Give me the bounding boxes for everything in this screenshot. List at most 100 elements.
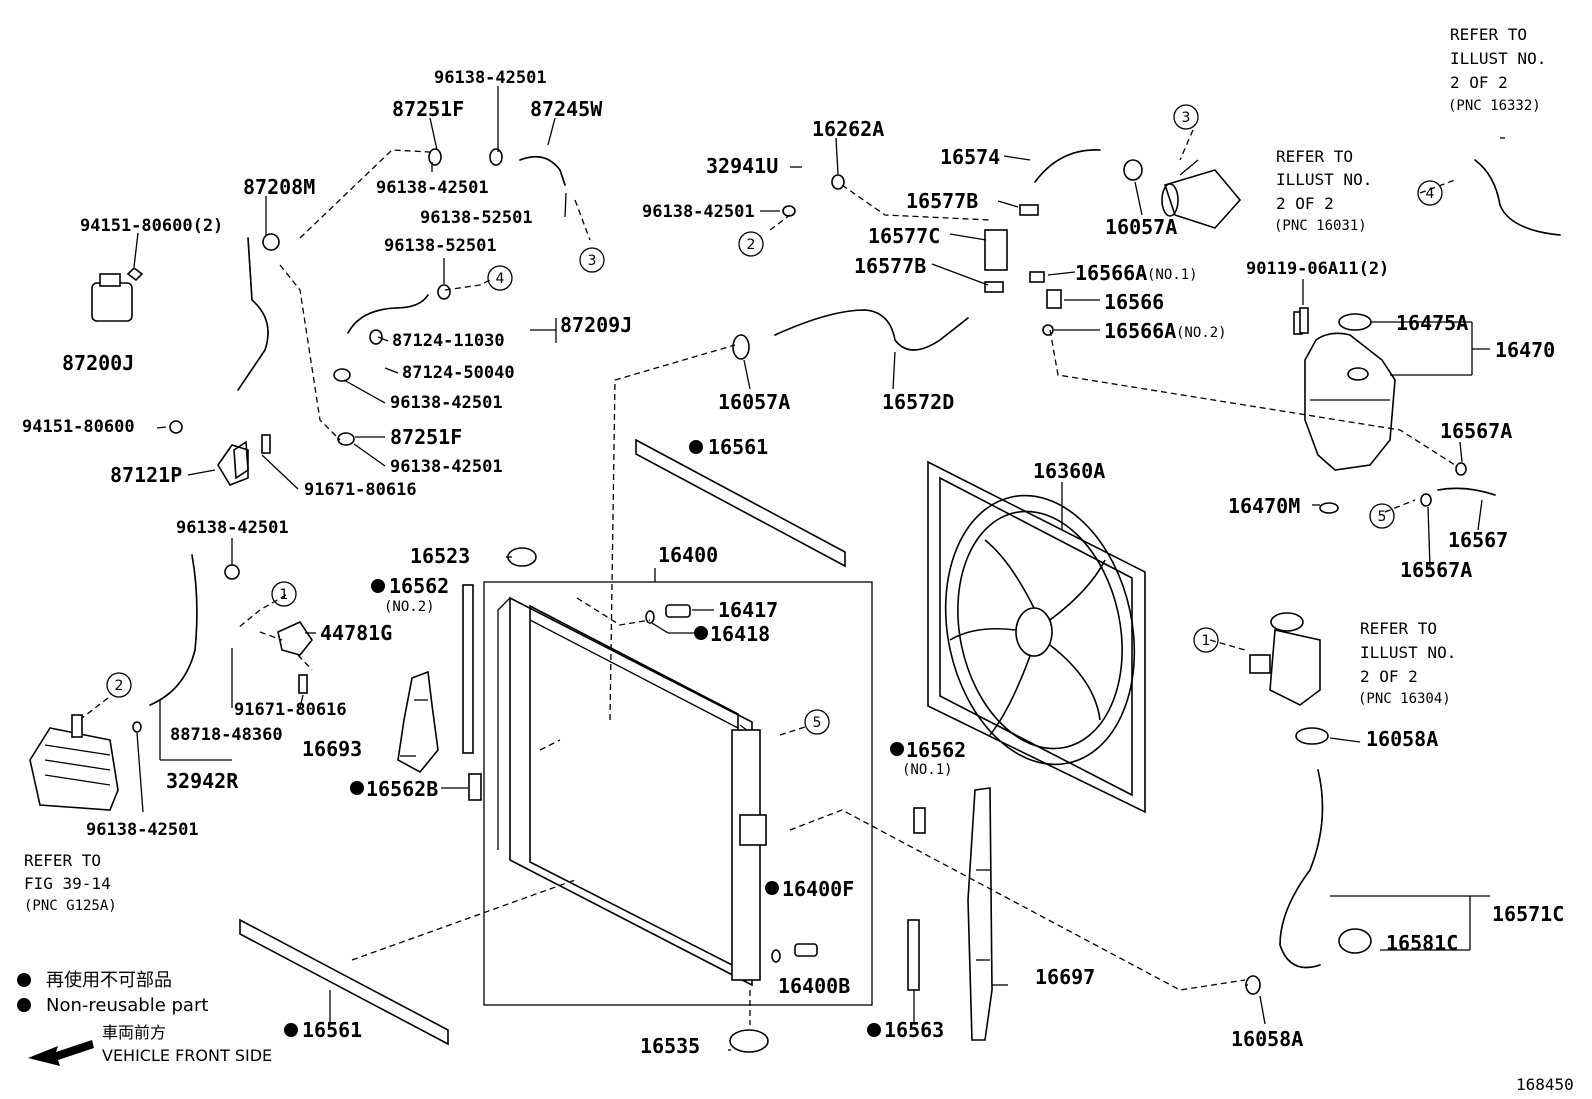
label-96138-42501-top: 96138-42501 (434, 68, 547, 88)
svg-text:ILLUST NO.: ILLUST NO. (1450, 49, 1546, 68)
o-ring-16400f-drawing (771, 949, 781, 963)
label-94151-80600: 94151-80600 (22, 417, 135, 437)
o-ring-16418-drawing (645, 610, 655, 624)
label-87208m: 87208M (243, 175, 315, 199)
label-16475a: 16475A (1396, 311, 1468, 335)
leader-lines (133, 86, 1505, 1051)
hose-32942r-drawing (149, 554, 198, 706)
label-87251f-b: 87251F (390, 425, 462, 449)
svg-text:(PNC 16031): (PNC 16031) (1274, 218, 1367, 234)
svg-text:ILLUST NO.: ILLUST NO. (1276, 170, 1372, 189)
label-87245w: 87245W (530, 97, 603, 121)
label-96138-42501-d: 96138-42501 (390, 457, 503, 477)
svg-text:(PNC G125A): (PNC G125A) (24, 898, 117, 914)
drain-cock-16417-drawing (665, 604, 691, 618)
label-91671-80616-a: 91671-80616 (304, 480, 417, 500)
svg-text:2 OF 2: 2 OF 2 (1276, 194, 1334, 213)
label-16572d: 16572D (882, 390, 954, 414)
label-96138-42501-c: 96138-42501 (390, 393, 503, 413)
hose-16571c-drawing (1279, 769, 1324, 969)
label-16562-no1-sub: (NO.1) (902, 762, 953, 778)
svg-text:4: 4 (496, 271, 505, 287)
ref-note-16304: REFER TO ILLUST NO. 2 OF 2 (PNC 16304) (1358, 619, 1456, 707)
svg-text:REFER TO: REFER TO (1276, 147, 1353, 166)
svg-text:2 OF 2: 2 OF 2 (1450, 73, 1508, 92)
svg-text:ILLUST NO.: ILLUST NO. (1360, 643, 1456, 662)
svg-text:3: 3 (588, 253, 597, 269)
bracket-44781g-drawing (277, 620, 313, 656)
marker-1-left: 1 (271, 581, 297, 607)
label-16418: 16418 (710, 622, 770, 646)
label-16577c: 16577C (868, 224, 940, 248)
label-90119-06a11-2: 90119-06A11(2) (1246, 259, 1389, 279)
ref-note-16031: REFER TO ILLUST NO. 2 OF 2 (PNC 16031) (1274, 147, 1372, 234)
svg-text:3: 3 (1182, 110, 1191, 126)
seal-16561-top-drawing (635, 438, 846, 568)
label-16470: 16470 (1495, 338, 1555, 362)
label-16262a: 16262A (812, 117, 884, 141)
label-16566: 16566 (1104, 290, 1164, 314)
label-16562-no1: 16562 (906, 738, 966, 762)
label-16693: 16693 (302, 737, 362, 761)
label-16697: 16697 (1035, 965, 1095, 989)
label-16562b: 16562B (366, 777, 438, 801)
label-96138-42501-b: 96138-42501 (376, 178, 489, 198)
bracket-16697-drawing (967, 787, 993, 1041)
label-96138-42501-e: 96138-42501 (642, 202, 755, 222)
label-96138-42501-f: 96138-42501 (176, 518, 289, 538)
non-reusable-dots (17, 440, 904, 1037)
marker-3-left: 3 (579, 247, 605, 273)
cushion-16535-drawing (729, 1029, 769, 1053)
label-16563: 16563 (884, 1018, 944, 1042)
label-16567: 16567 (1448, 528, 1508, 552)
label-16400f: 16400F (782, 877, 854, 901)
label-44781g: 44781G (320, 621, 392, 645)
svg-text:(PNC 16332): (PNC 16332) (1448, 98, 1541, 114)
svg-text:REFER TO: REFER TO (1360, 619, 1437, 638)
svg-text:2 OF 2: 2 OF 2 (1360, 667, 1418, 686)
label-87121p: 87121P (110, 463, 182, 487)
svg-text:2: 2 (747, 237, 756, 253)
marker-5-radiator: 5 (804, 709, 830, 735)
svg-text:1: 1 (280, 587, 289, 603)
marker-4-left: 4 (487, 265, 513, 291)
water-inlet-16304-drawing (1249, 612, 1321, 706)
label-96138-52501-a: 96138-52501 (420, 208, 533, 228)
label-16566a-no2-sub: (NO.2) (1176, 325, 1227, 341)
svg-text:5: 5 (813, 715, 822, 731)
front-arrow-icon (28, 1040, 94, 1066)
svg-text:5: 5 (1378, 509, 1387, 525)
marker-2-left: 2 (106, 672, 132, 698)
seal-16562b-drawing (468, 773, 482, 801)
dashed-connection-lines (81, 129, 1456, 1025)
label-16057a-b: 16057A (718, 390, 790, 414)
label-16535: 16535 (640, 1034, 700, 1058)
legend-non-reusable-jp: 再使用不可部品 (46, 970, 172, 991)
label-87251f-top: 87251F (392, 97, 464, 121)
radiator-drawing (497, 596, 767, 987)
label-16561-top: 16561 (708, 435, 768, 459)
label-16566a-no1: 16566A (1075, 261, 1147, 285)
label-87209j: 87209J (560, 313, 632, 337)
label-16561-bottom: 16561 (302, 1018, 362, 1042)
marker-1-right: 1 (1193, 627, 1219, 653)
label-32942r: 32942R (166, 769, 239, 793)
label-16058a-b: 16058A (1231, 1027, 1303, 1051)
hose-16572d-drawing (774, 309, 969, 351)
legend-front-en: VEHICLE FRONT SIDE (102, 1046, 272, 1065)
label-16574: 16574 (940, 145, 1000, 169)
hose-87209j-drawing (347, 294, 429, 334)
label-16562-no2-sub: (NO.2) (384, 599, 435, 615)
label-16417: 16417 (718, 598, 778, 622)
illustration-number: 168450 (1516, 1075, 1574, 1094)
label-16581c: 16581C (1386, 931, 1458, 955)
seal-16561-bottom-drawing (239, 918, 449, 1046)
label-16400: 16400 (658, 543, 718, 567)
svg-text:REFER TO: REFER TO (24, 851, 101, 870)
label-16360a: 16360A (1033, 459, 1105, 483)
label-16562-no2: 16562 (389, 574, 449, 598)
marker-4-right: 4 (1417, 180, 1443, 206)
seal-16563-drawing (907, 919, 920, 991)
reservoir-tank-drawing (1293, 311, 1396, 514)
